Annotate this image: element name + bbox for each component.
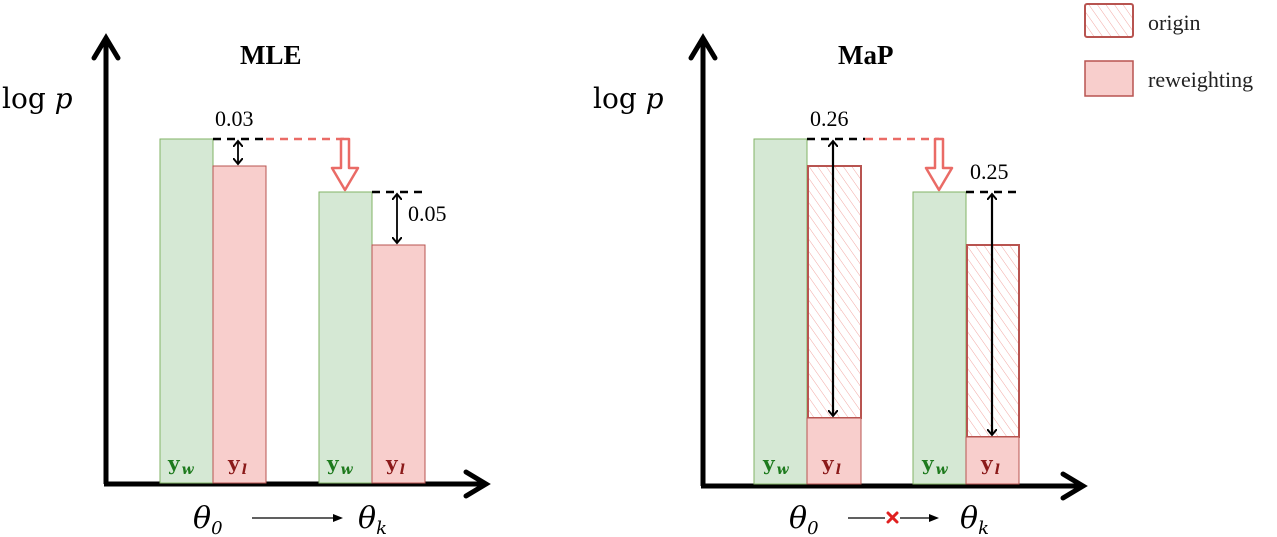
bar-yl-reweighted-thetak bbox=[965, 436, 1020, 485]
bar-yl-thetak bbox=[371, 244, 426, 484]
gap-value: 0.26 bbox=[810, 106, 849, 131]
legend-swatch-reweighting bbox=[1084, 60, 1134, 97]
bar-yl-reweighted-theta0 bbox=[806, 417, 862, 485]
legend-label-origin: origin bbox=[1148, 10, 1201, 35]
bar-yl-origin-theta0 bbox=[807, 165, 862, 419]
theta-0-label: θ0 bbox=[193, 501, 223, 537]
x-axis-arrowhead bbox=[463, 469, 491, 499]
bar-yw-thetak bbox=[912, 191, 967, 485]
legend-swatch-origin bbox=[1084, 3, 1134, 38]
bar-yw-thetak bbox=[318, 191, 373, 484]
panel-title: MaP bbox=[838, 40, 893, 70]
theta-0-label: θ0 bbox=[789, 501, 819, 537]
legend: origin reweighting bbox=[1084, 3, 1253, 97]
gap-value: 0.03 bbox=[215, 106, 254, 131]
bar-yw-theta0 bbox=[159, 138, 214, 484]
bar-yw-theta0 bbox=[753, 138, 808, 485]
y-axis-arrowhead bbox=[91, 33, 121, 61]
y-axis-label: log p bbox=[2, 82, 73, 115]
legend-label-reweighting: reweighting bbox=[1148, 67, 1253, 92]
y-axis-label: log p bbox=[593, 82, 664, 115]
x-axis-arrowhead bbox=[1060, 471, 1088, 501]
svg-text:log p: log p bbox=[593, 82, 664, 115]
hollow-down-arrow-icon bbox=[330, 137, 360, 192]
gap-value: 0.05 bbox=[408, 201, 447, 226]
panel-title: MLE bbox=[240, 40, 302, 70]
svg-text:log p: log p bbox=[2, 82, 73, 115]
theta-k-label: θk bbox=[960, 501, 989, 537]
theta-k-label: θk bbox=[358, 501, 387, 537]
blocked-cross-icon bbox=[886, 511, 899, 524]
y-axis-arrowhead bbox=[688, 33, 718, 61]
transition-arrowhead bbox=[929, 514, 939, 522]
gap-value: 0.25 bbox=[970, 159, 1009, 184]
transition-arrowhead bbox=[333, 514, 343, 522]
bar-yl-theta0 bbox=[212, 165, 267, 484]
hollow-down-arrow-icon bbox=[924, 137, 954, 192]
